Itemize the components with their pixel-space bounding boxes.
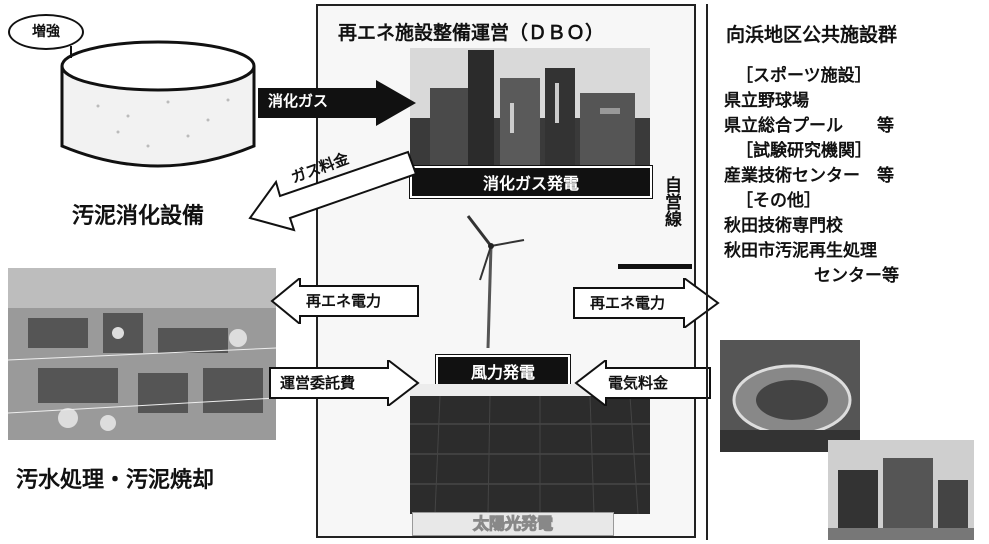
renewable-power-right-arrow — [572, 276, 720, 330]
public-facilities-box — [706, 4, 986, 540]
callout-pointer — [70, 46, 78, 58]
renewable-power-left-label: 再エネ電力 — [306, 292, 382, 310]
public-facilities-title: 向浜地区公共施設群 — [726, 24, 898, 46]
electricity-fee-label: 電気料金 — [608, 374, 669, 392]
renewable-power-left-arrow — [270, 275, 420, 327]
reinforce-callout: 増強 — [8, 14, 84, 50]
digestion-gas-arrow — [258, 80, 418, 126]
wind-turbine-icon — [458, 210, 528, 350]
list-item: センター等 — [814, 266, 899, 286]
solar-field-photo — [410, 384, 650, 514]
wastewater-label: 汚水処理・汚泥焼却 — [16, 468, 215, 493]
operation-fee-arrow — [268, 357, 420, 409]
private-line-label: 自営線 — [661, 176, 681, 227]
list-item: ［試験研究機関］ — [736, 141, 872, 161]
list-item: 秋田市汚泥再生処理 — [724, 241, 877, 261]
solar-power-label: 太陽光発電 — [412, 512, 614, 536]
facility-list: ［スポーツ施設］ 県立野球場 県立総合プール 等 ［試験研究機関］ 産業技術セン… — [724, 64, 986, 289]
wastewater-plant-photo — [8, 268, 276, 440]
gas-fee-arrow — [248, 146, 418, 236]
list-item: 秋田技術専門校 — [724, 216, 843, 236]
list-item: ［スポーツ施設］ — [736, 66, 872, 86]
stadium-photo — [720, 340, 860, 452]
list-item: ［その他］ — [736, 191, 821, 211]
building-photo — [828, 440, 974, 540]
renewable-power-right-label: 再エネ電力 — [590, 294, 666, 312]
electricity-fee-arrow — [574, 357, 712, 409]
operation-fee-label: 運営委託費 — [280, 374, 356, 392]
list-item: 県立総合プール 等 — [724, 116, 894, 136]
wind-power-label: 風力発電 — [435, 354, 571, 388]
gas-plant-photo — [410, 48, 650, 166]
digester-tank-icon — [58, 36, 258, 178]
gas-power-label: 消化ガス発電 — [409, 165, 653, 199]
dbo-title: 再エネ施設整備運営（ＤＢＯ） — [338, 22, 605, 44]
list-item: 産業技術センター 等 — [724, 166, 894, 186]
private-line-bar — [618, 264, 692, 269]
digester-label: 汚泥消化設備 — [72, 204, 205, 229]
digestion-gas-label: 消化ガス — [268, 92, 329, 110]
list-item: 県立野球場 — [724, 91, 809, 111]
